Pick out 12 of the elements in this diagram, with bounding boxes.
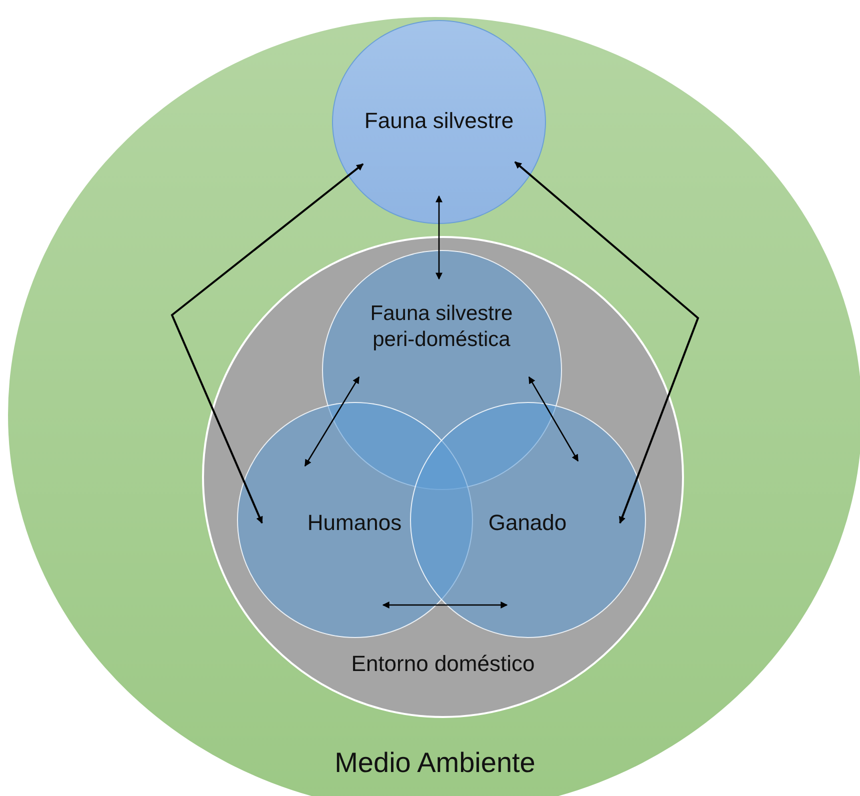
node-label: Ganado	[488, 508, 567, 536]
node-label: Entorno doméstico	[351, 650, 535, 678]
node-label: Fauna silvestre	[364, 107, 514, 134]
arrow	[170, 163, 364, 524]
node-label: Fauna silvestre peri-doméstica	[369, 300, 514, 353]
arrow	[304, 376, 360, 467]
arrow	[528, 376, 579, 462]
arrow	[436, 195, 442, 280]
node-label: Medio Ambiente	[334, 746, 536, 780]
arrow	[514, 161, 700, 524]
node-label: Humanos	[307, 508, 402, 536]
arrow	[382, 602, 508, 608]
